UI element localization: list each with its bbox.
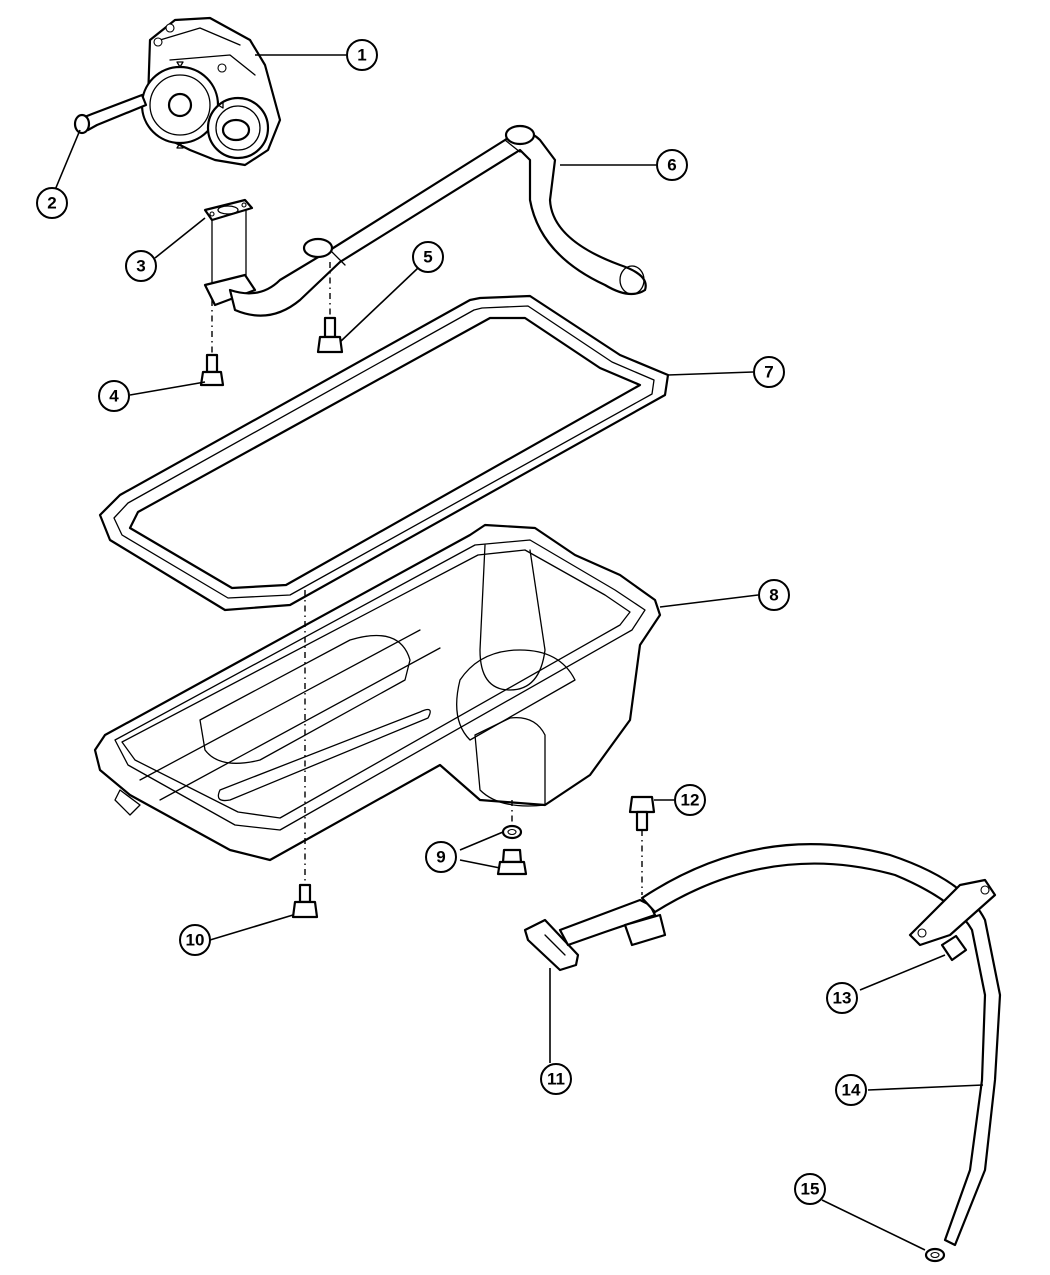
pump-mounting-bolt [73, 93, 148, 135]
leader-lines [54, 54, 984, 1251]
svg-text:13: 13 [833, 989, 852, 1008]
drain-plug-and-washer [496, 800, 528, 876]
callout-12: 12 [674, 784, 706, 816]
callout-2: 2 [36, 187, 68, 219]
oil-pickup-tube [203, 124, 647, 317]
oil-dipstick-and-tube [523, 843, 1002, 1247]
svg-text:12: 12 [681, 791, 700, 810]
svg-text:6: 6 [667, 156, 676, 175]
callout-11: 11 [540, 1063, 572, 1095]
svg-text:14: 14 [842, 1081, 861, 1100]
oil-pan [93, 523, 662, 862]
svg-text:10: 10 [186, 931, 205, 950]
callout-14: 14 [835, 1074, 867, 1106]
callout-3: 3 [125, 250, 157, 282]
oil-pump-assembly [136, 16, 282, 167]
callout-4: 4 [98, 380, 130, 412]
svg-text:11: 11 [547, 1070, 565, 1089]
callout-6: 6 [656, 149, 688, 181]
svg-text:5: 5 [423, 248, 432, 267]
callout-8: 8 [758, 579, 790, 611]
svg-text:7: 7 [764, 363, 773, 382]
pickup-tube-support-bolt [316, 262, 344, 354]
svg-text:3: 3 [136, 257, 145, 276]
callout-7: 7 [753, 356, 785, 388]
pickup-tube-bolt [199, 300, 225, 387]
svg-text:9: 9 [436, 848, 445, 867]
callout-10: 10 [179, 924, 211, 956]
pickup-tube-gasket [203, 198, 254, 286]
callout-5: 5 [412, 241, 444, 273]
svg-text:8: 8 [769, 586, 778, 605]
svg-text:4: 4 [109, 387, 119, 406]
svg-text:1: 1 [357, 46, 366, 65]
callout-13: 13 [826, 982, 858, 1014]
dipstick-tube-o-ring [924, 1247, 946, 1263]
pan-bolt [291, 590, 319, 919]
dipstick-tube-bolt [628, 795, 656, 895]
oil-pan-gasket [98, 294, 670, 612]
callout-9: 9 [425, 841, 457, 873]
svg-text:2: 2 [47, 194, 56, 213]
callout-15: 15 [794, 1173, 826, 1205]
svg-text:15: 15 [801, 1180, 820, 1199]
callout-1: 1 [346, 39, 378, 71]
